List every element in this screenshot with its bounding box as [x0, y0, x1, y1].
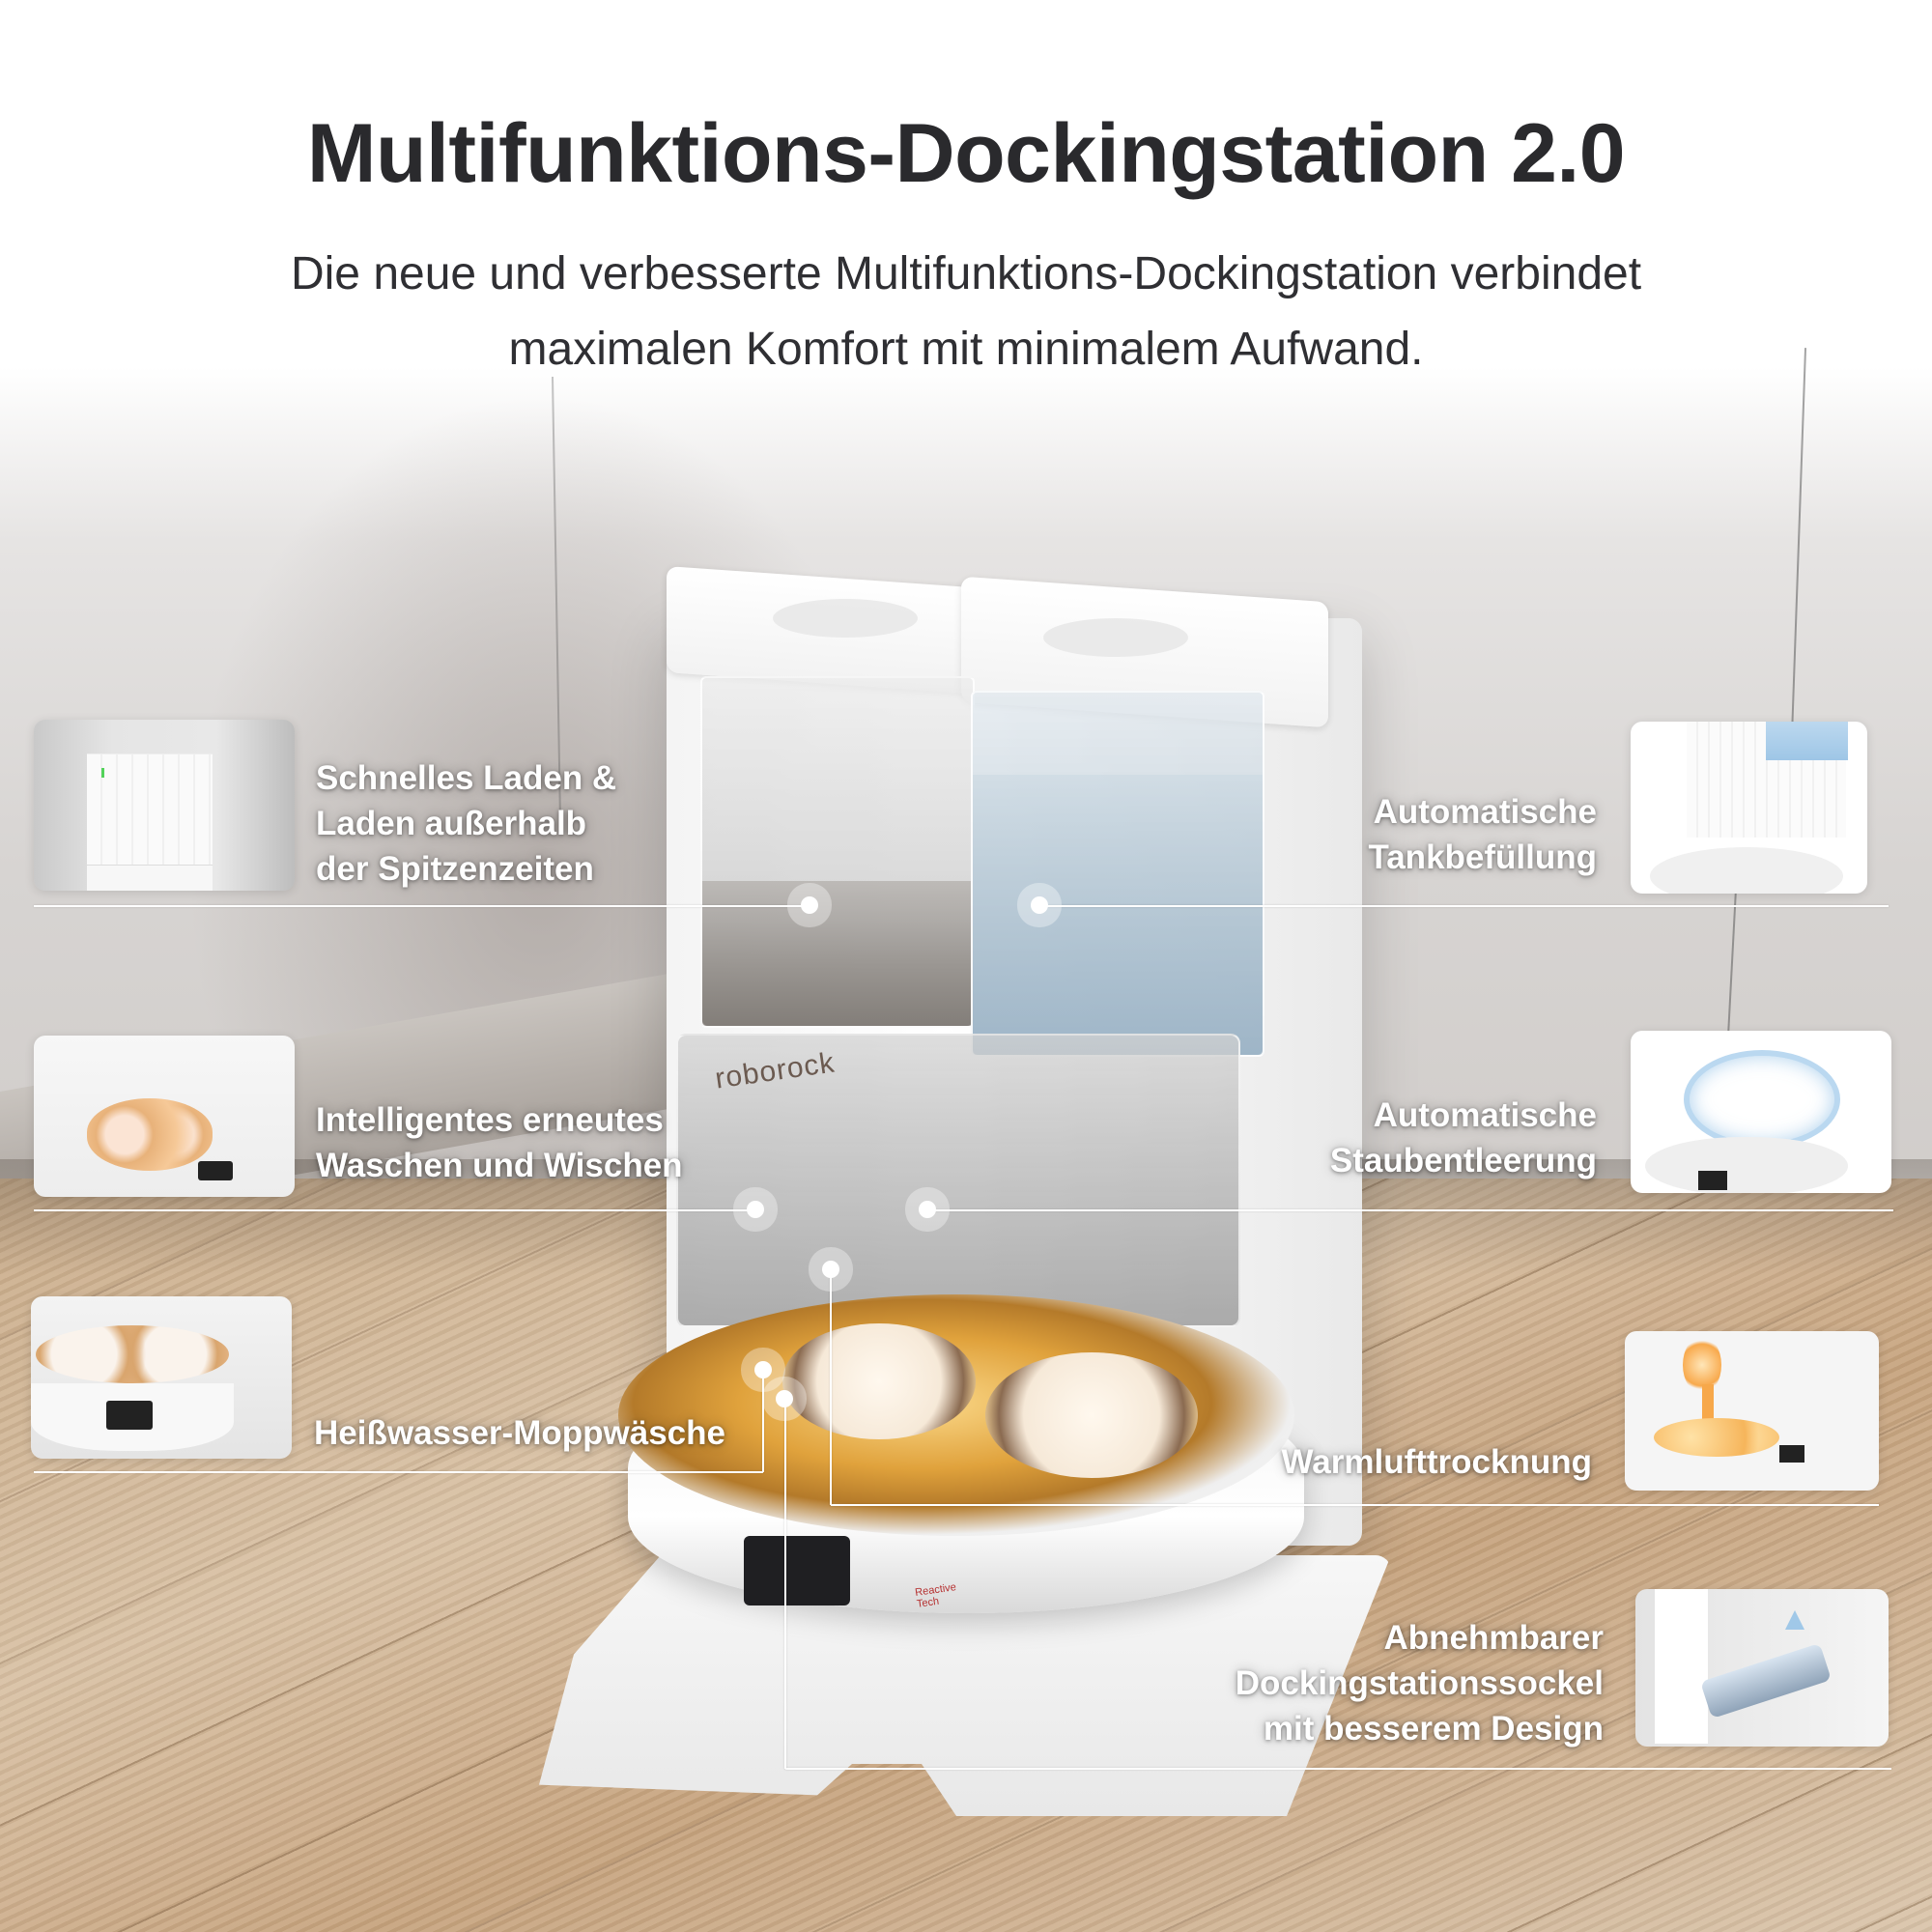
- connector-vline-base: [784, 1396, 786, 1769]
- feature-label-tank-refill: Automatische Tankbefüllung: [1368, 793, 1597, 876]
- subtitle-line-2: maximalen Komfort mit minimalem Aufwand.: [508, 324, 1424, 375]
- hotspot-dust-bin[interactable]: [919, 1201, 936, 1218]
- connector-vline-warm-air: [830, 1265, 832, 1505]
- tank-refill-thumbnail: [1631, 722, 1867, 894]
- connector-line-dust: [927, 1209, 1893, 1211]
- hot-water-wash-thumbnail: [31, 1296, 292, 1459]
- connector-line-tank-refill: [1038, 905, 1889, 907]
- mop-rewash-thumbnail: [34, 1036, 295, 1197]
- mop-pad-left: [782, 1323, 976, 1439]
- charging-led-icon: [101, 768, 104, 778]
- dirty-water-tank: [700, 676, 975, 1028]
- feature-label-detachable-base: Abnehmbarer Dockingstationssockel mit be…: [1235, 1619, 1604, 1747]
- hotspot-warm-air[interactable]: [822, 1261, 839, 1278]
- hotspot-hot-water[interactable]: [754, 1361, 772, 1378]
- robot-display: [744, 1536, 850, 1605]
- hotspot-dirty-tank[interactable]: [801, 896, 818, 914]
- connector-line-base: [785, 1768, 1891, 1770]
- detachable-base-thumbnail: [1635, 1589, 1889, 1747]
- feature-label-hot-water: Heißwasser-Moppwäsche: [314, 1414, 725, 1452]
- water-tank-icon: [1766, 722, 1848, 760]
- connector-line-warm-air: [831, 1504, 1879, 1506]
- hotspot-clean-tank[interactable]: [1031, 896, 1048, 914]
- page-title: Multifunktions-Dockingstation 2.0: [306, 107, 1626, 200]
- clean-water-tank: [971, 691, 1264, 1057]
- clean-tank-handle: [1043, 618, 1188, 657]
- warm-air-drying-thumbnail: [1625, 1331, 1879, 1491]
- dirty-tank-handle: [773, 599, 918, 638]
- feature-label-charging: Schnelles Laden & Laden außerhalb der Sp…: [316, 759, 617, 888]
- hotspot-rewash[interactable]: [747, 1201, 764, 1218]
- subtitle-line-1: Die neue und verbesserte Multifunktions-…: [290, 248, 1642, 299]
- connector-line-rewash: [34, 1209, 753, 1211]
- page-subtitle: Die neue und verbesserte Multifunktions-…: [145, 237, 1787, 387]
- charging-station-thumbnail: [34, 720, 295, 891]
- airflow-swirl-icon: [1684, 1050, 1840, 1149]
- mop-pad-right: [985, 1352, 1198, 1478]
- hotspot-base[interactable]: [776, 1390, 793, 1407]
- connector-vline-hot-water: [762, 1370, 764, 1472]
- lift-arrow-icon: [1785, 1610, 1804, 1630]
- feature-label-warm-air: Warmlufttrocknung: [1281, 1443, 1592, 1481]
- feature-label-dust-emptying: Automatische Staubentleerung: [1329, 1096, 1597, 1179]
- dust-emptying-thumbnail: [1631, 1031, 1891, 1193]
- connector-line-hot-water: [34, 1471, 763, 1473]
- feature-label-rewash: Intelligentes erneutes Waschen und Wisch…: [316, 1101, 683, 1184]
- connector-line-charging: [34, 905, 807, 907]
